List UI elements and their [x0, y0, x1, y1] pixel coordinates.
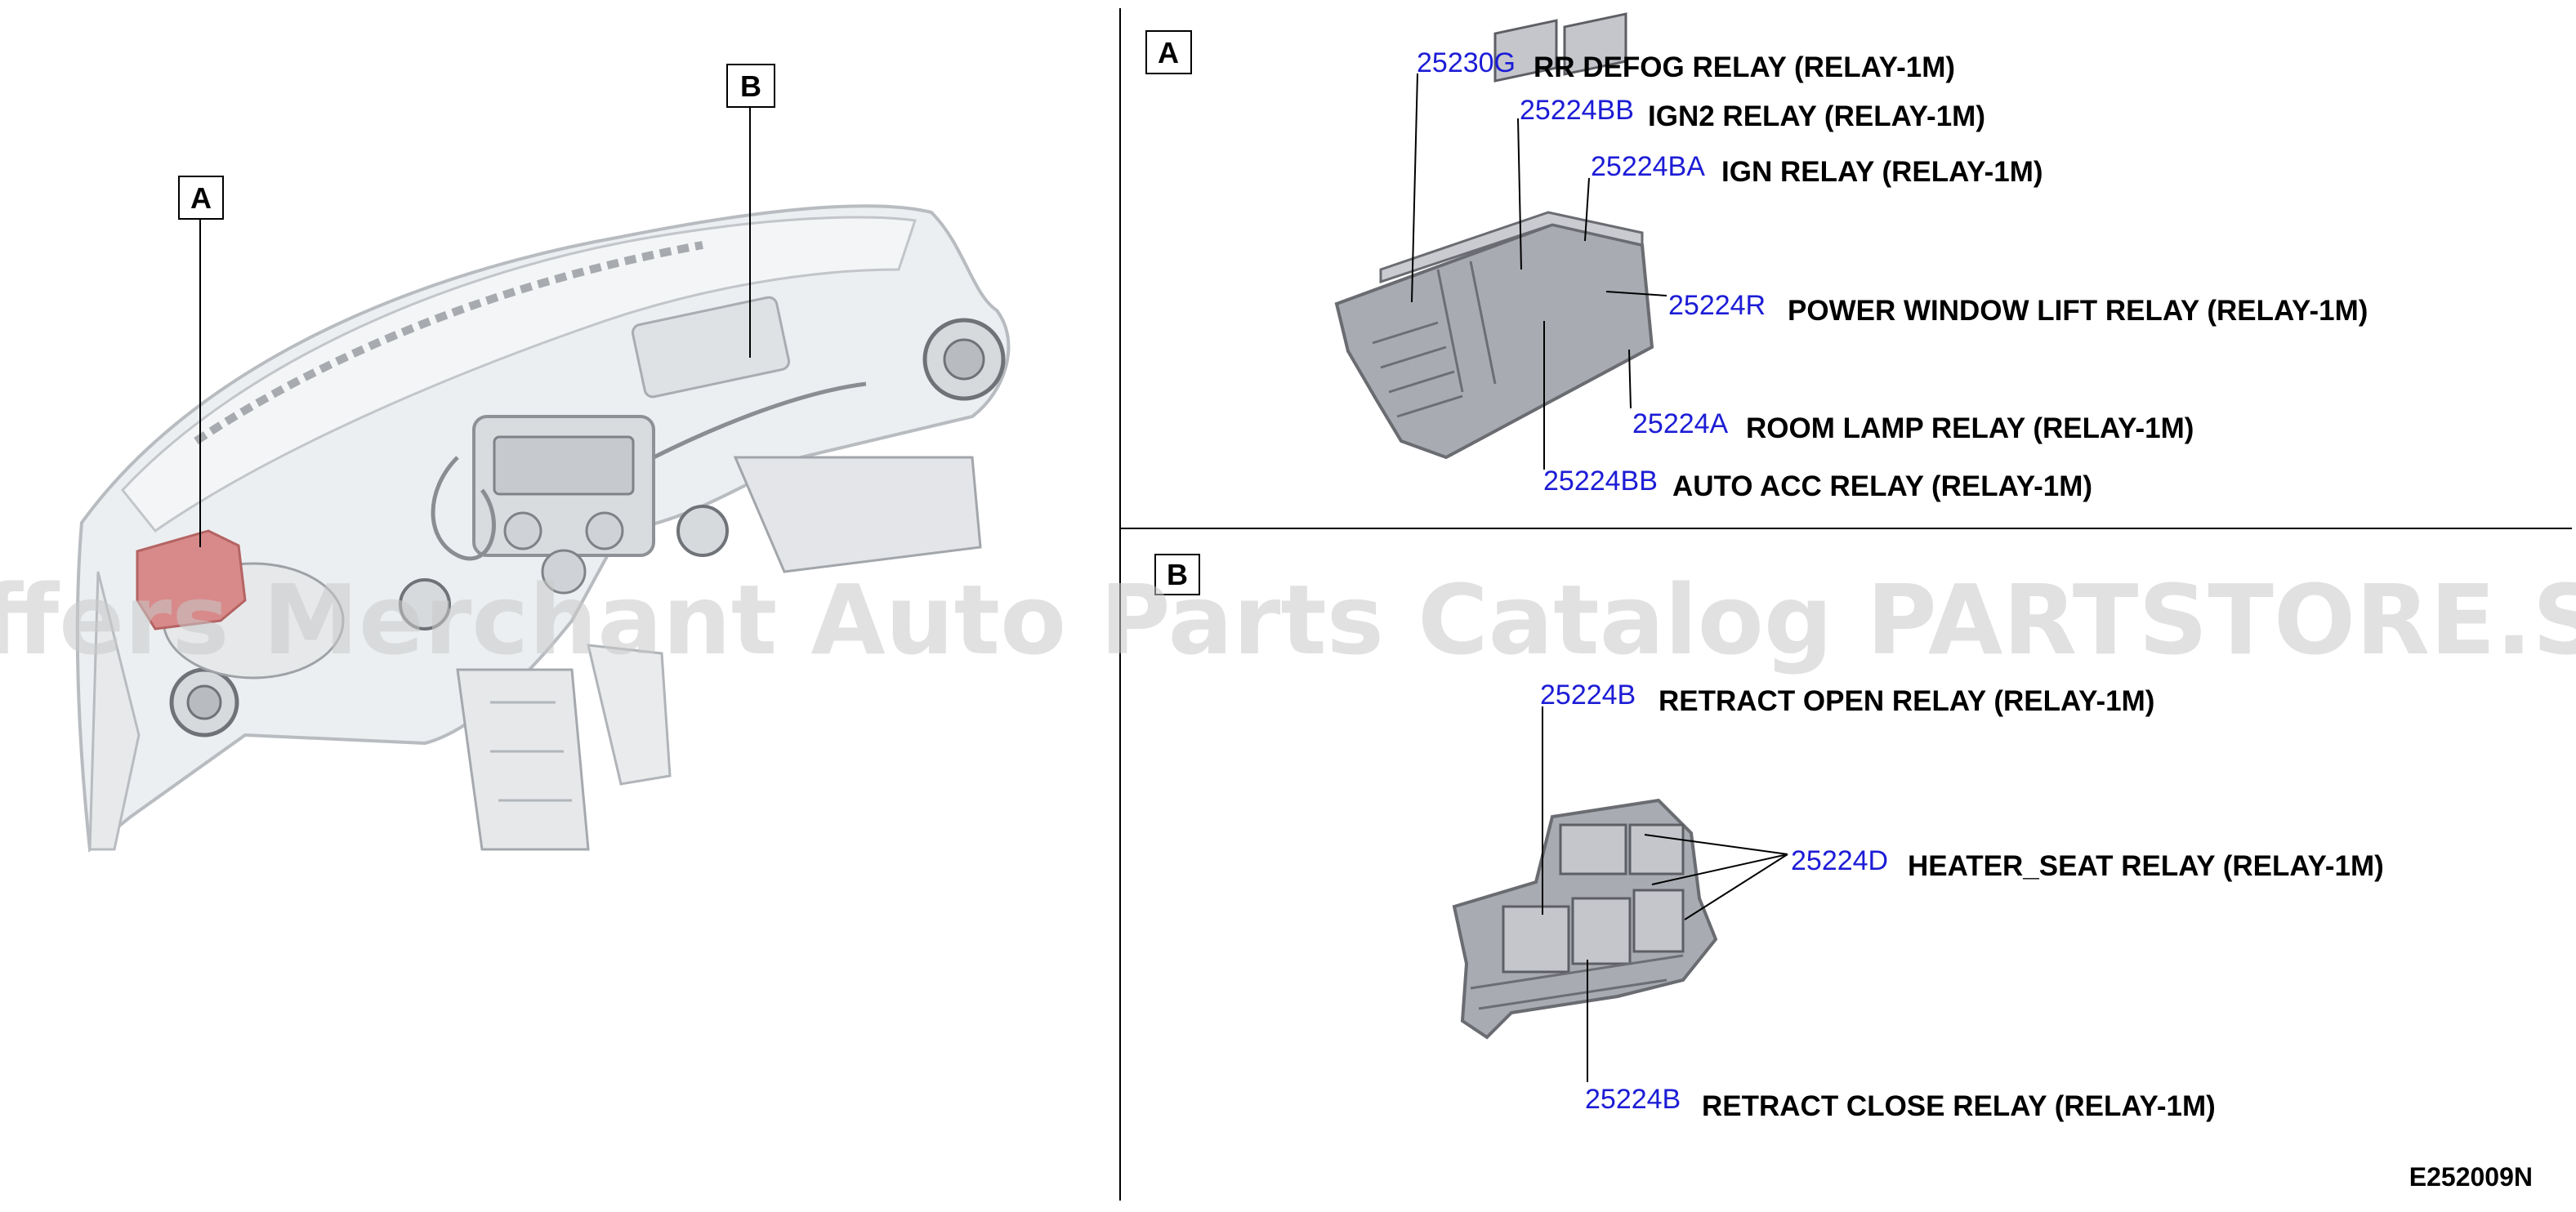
left-end-panel	[88, 571, 141, 851]
relay-b-slot-3	[1502, 905, 1570, 974]
callout-b-2: 25224D HEATER_SEAT RELAY (RELAY-1M)	[1791, 845, 2384, 882]
relay-desc: AUTO ACC RELAY (RELAY-1M)	[1672, 470, 2092, 502]
steering-support	[587, 644, 672, 786]
relay-desc: IGN RELAY (RELAY-1M)	[1721, 156, 2043, 188]
relay-desc: RR DEFOG RELAY (RELAY-1M)	[1534, 51, 1955, 83]
callout-a-4: 25224R POWER WINDOW LIFT RELAY (RELAY-1M…	[1668, 290, 2368, 327]
vent-center-left	[399, 578, 451, 631]
relay-box-b-ribs	[1470, 954, 1684, 1010]
relay-desc: IGN2 RELAY (RELAY-1M)	[1648, 100, 1985, 132]
label-a: A	[190, 181, 212, 215]
part-no: 25224A	[1632, 408, 1729, 439]
relay-desc: HEATER_SEAT RELAY (RELAY-1M)	[1908, 850, 2384, 882]
part-no: 25224BA	[1591, 151, 1705, 182]
detail-a-label: A	[1158, 36, 1179, 69]
label-box-a	[178, 176, 224, 220]
relay-box-a-top	[1379, 211, 1644, 284]
relay-slot-5	[1563, 12, 1627, 76]
dashboard-illustration	[75, 204, 1011, 853]
relay-desc: POWER WINDOW LIFT RELAY (RELAY-1M)	[1788, 295, 2368, 327]
part-no: 25224B	[1540, 680, 1636, 711]
detail-a-box	[1145, 30, 1192, 74]
part-no: 25224BB	[1520, 95, 1634, 126]
part-no: 25224R	[1668, 290, 1766, 321]
part-no: 25224B	[1585, 1084, 1681, 1115]
callout-a-1: 25230G RR DEFOG RELAY (RELAY-1M)	[1417, 47, 1955, 83]
callout-a-6: 25224BB AUTO ACC RELAY (RELAY-1M)	[1543, 466, 2092, 502]
wiring-harness	[431, 381, 867, 561]
relay-box-b	[1452, 798, 1718, 1040]
callout-lines-b	[1542, 706, 1788, 1082]
watermark: Offers Merchant Auto Parts Catalog PARTS…	[0, 564, 2576, 676]
vent-center-right	[676, 505, 729, 557]
relay-b-slot-5	[1632, 889, 1685, 953]
callout-lines-a	[1411, 73, 1667, 470]
callout-a-2: 25224BB IGN2 RELAY (RELAY-1M)	[1520, 95, 1985, 132]
relay-b-slot-1	[1559, 823, 1627, 876]
callout-b-3: 25224B RETRACT CLOSE RELAY (RELAY-1M)	[1585, 1084, 2216, 1122]
relay-slot-4	[1493, 19, 1558, 82]
relay-desc: RETRACT CLOSE RELAY (RELAY-1M)	[1702, 1090, 2216, 1122]
callout-a-3: 25224BA IGN RELAY (RELAY-1M)	[1591, 151, 2043, 188]
highlighted-relay-box-a	[136, 529, 247, 631]
glove-box	[733, 456, 982, 573]
label-box-b	[726, 64, 775, 108]
label-b: B	[740, 69, 761, 103]
relay-box-a-ribs	[1372, 261, 1497, 418]
callout-a-5: 25224A ROOM LAMP RELAY (RELAY-1M)	[1632, 408, 2194, 444]
detail-b-box	[1154, 554, 1200, 595]
diagram-code: E252009N	[2409, 1162, 2533, 1192]
relay-desc: ROOM LAMP RELAY (RELAY-1M)	[1746, 412, 2194, 444]
relay-b-slot-4	[1571, 897, 1632, 965]
hvac-knob-center	[541, 549, 587, 595]
head-unit	[493, 435, 635, 496]
hvac-knob-right	[585, 511, 624, 550]
relay-b-slot-2	[1628, 823, 1685, 876]
vent-left-inner	[186, 684, 222, 720]
bracket-ribs	[490, 701, 572, 802]
vent-right-inner	[943, 338, 985, 381]
console-bracket	[456, 668, 590, 851]
part-no: 25224BB	[1543, 466, 1658, 497]
defrost-vent	[194, 241, 703, 445]
part-no: 25224D	[1791, 845, 1888, 876]
hvac-knob-left	[503, 511, 542, 550]
relay-box-a-housing	[1334, 222, 1654, 460]
part-no: 25230G	[1417, 47, 1516, 78]
callout-b-1: 25224B RETRACT OPEN RELAY (RELAY-1M)	[1540, 680, 2154, 717]
crash-pad	[121, 216, 917, 533]
relay-desc: RETRACT OPEN RELAY (RELAY-1M)	[1659, 685, 2154, 717]
relay-box-a	[1334, 12, 1654, 460]
detail-b-label: B	[1167, 558, 1188, 591]
